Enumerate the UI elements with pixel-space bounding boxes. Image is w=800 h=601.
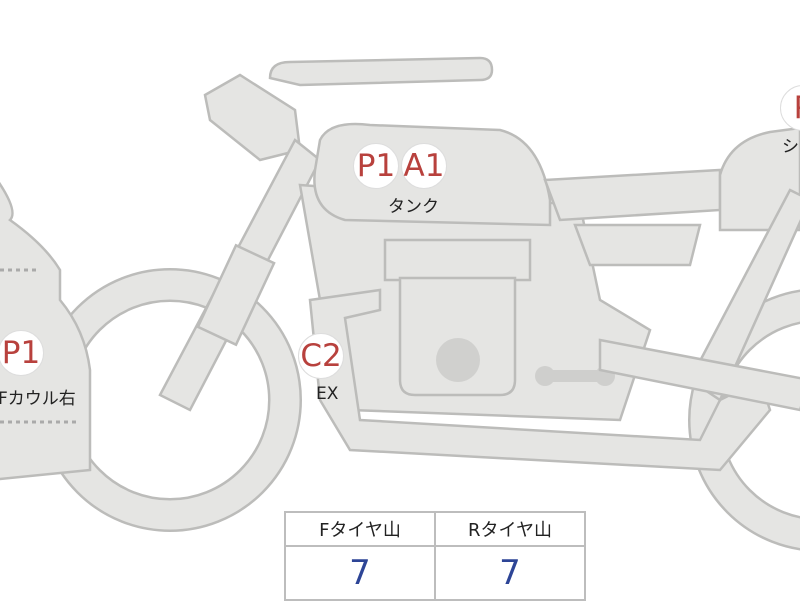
damage-code-badge: C2 bbox=[298, 333, 344, 379]
part-label-tank: タンク bbox=[388, 197, 439, 217]
footrest bbox=[540, 370, 610, 382]
seat bbox=[543, 168, 722, 222]
rear-tire-value: 7 bbox=[434, 545, 586, 601]
headlight bbox=[203, 73, 302, 162]
rear-shock bbox=[688, 188, 800, 402]
rear-cowl bbox=[718, 126, 800, 232]
side-cover bbox=[573, 223, 702, 267]
swingarm bbox=[598, 338, 800, 412]
damage-code-badge: P1 bbox=[353, 143, 399, 189]
part-label-exhaust: EX bbox=[316, 384, 339, 404]
engine-block bbox=[398, 276, 517, 397]
damage-code-badge: P1 bbox=[0, 330, 44, 376]
front-tire-header: Fタイヤ山 bbox=[284, 511, 436, 547]
part-label-seat: シ bbox=[782, 137, 799, 157]
fork-cover bbox=[196, 243, 276, 347]
part-label-front-cowl-right: Fカウル右 bbox=[0, 389, 76, 409]
handlebar bbox=[268, 56, 494, 87]
front-cowl bbox=[0, 182, 92, 481]
damage-code-badge: A1 bbox=[401, 143, 447, 189]
tire-tread-table: Fタイヤ山 Rタイヤ山 7 7 bbox=[284, 511, 586, 601]
engine-head bbox=[383, 238, 532, 282]
rear-wheel bbox=[688, 289, 800, 551]
engine-cover bbox=[436, 338, 480, 382]
front-tire-value: 7 bbox=[284, 545, 436, 601]
rear-tire-header: Rタイヤ山 bbox=[434, 511, 586, 547]
